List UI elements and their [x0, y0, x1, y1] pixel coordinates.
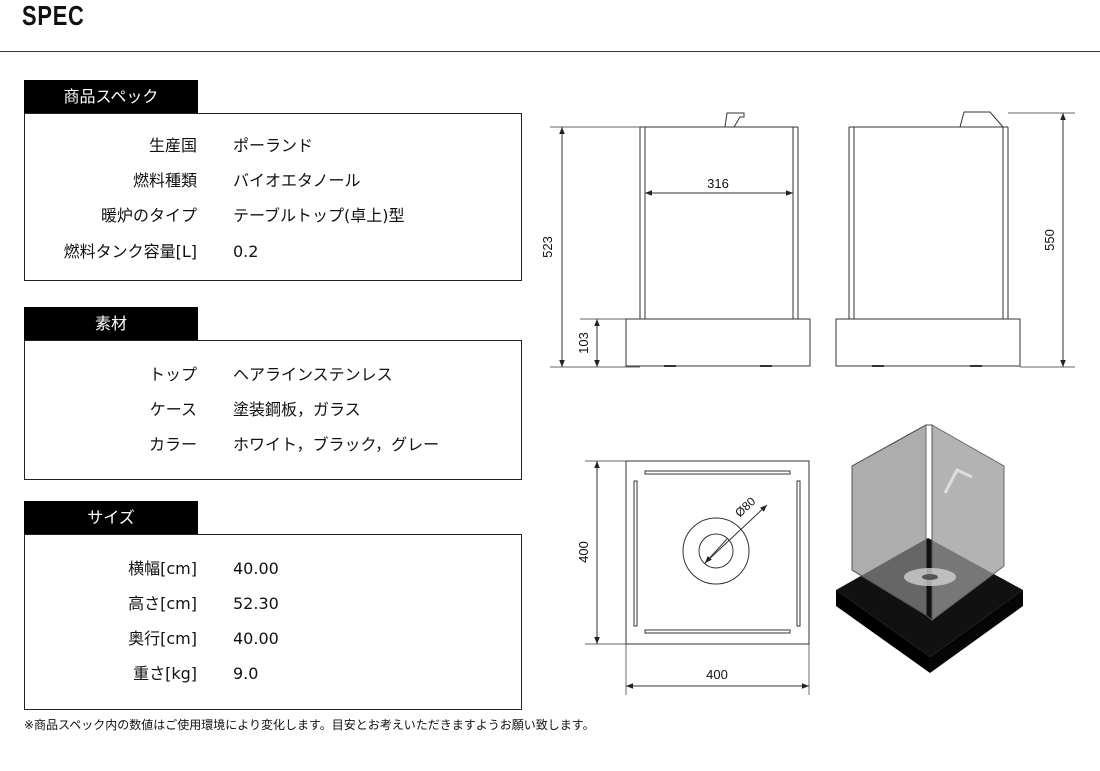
spec-value: ポーランド [233, 136, 314, 155]
size-label: 横幅[cm] [128, 559, 197, 578]
spec-row-tank: 燃料タンク容量[L] 0.2 [25, 240, 523, 264]
product-spec-heading: 商品スペック [24, 80, 198, 113]
spec-label: 燃料種類 [132, 171, 197, 190]
product-spec-table: 生産国 ポーランド 燃料種類 バイオエタノール 暖炉のタイプ テーブルトップ(卓… [24, 113, 522, 281]
spec-row-type: 暖炉のタイプ テーブルトップ(卓上)型 [25, 204, 523, 228]
size-heading: サイズ [24, 501, 198, 534]
material-row-case: ケース 塗装鋼板，ガラス [25, 398, 523, 422]
size-label: 奥行[cm] [128, 629, 197, 648]
material-value: 塗装鋼板，ガラス [233, 400, 361, 419]
spec-row-country: 生産国 ポーランド [25, 134, 523, 158]
material-label: カラー [148, 435, 197, 454]
spec-value: テーブルトップ(卓上)型 [233, 206, 405, 225]
size-value: 40.00 [233, 559, 279, 578]
materials-heading: 素材 [24, 307, 198, 340]
size-label: 高さ[cm] [128, 594, 197, 613]
size-row-width: 横幅[cm] 40.00 [25, 557, 523, 581]
front-width-dimension: 316 [707, 176, 729, 191]
size-value: 52.30 [233, 594, 279, 613]
title-divider [0, 51, 1100, 52]
spec-row-fuel: 燃料種類 バイオエタノール [25, 169, 523, 193]
material-value: ホワイト，ブラック，グレー [233, 435, 440, 454]
material-label: ケース [149, 400, 197, 419]
side-view-drawing [835, 111, 1075, 368]
size-value: 40.00 [233, 629, 279, 648]
top-depth-dimension: 400 [576, 541, 591, 563]
spec-value: バイオエタノール [233, 171, 361, 190]
material-label: トップ [148, 365, 197, 384]
size-row-weight: 重さ[kg] 9.0 [25, 662, 523, 686]
material-value: ヘアラインステンレス [233, 365, 393, 384]
base-height-dimension: 103 [576, 332, 591, 354]
size-value: 9.0 [233, 664, 259, 683]
spec-label: 燃料タンク容量[L] [63, 242, 197, 261]
front-height-dimension: 523 [540, 236, 555, 258]
size-label: 重さ[kg] [133, 664, 197, 683]
size-table: 横幅[cm] 40.00 高さ[cm] 52.30 奥行[cm] 40.00 重… [24, 534, 522, 710]
top-width-dimension: 400 [706, 667, 728, 682]
materials-table: トップ ヘアラインステンレス ケース 塗装鋼板，ガラス カラー ホワイト，ブラッ… [24, 340, 522, 480]
size-row-height: 高さ[cm] 52.30 [25, 592, 523, 616]
product-3d-render-image [836, 424, 1023, 673]
page-title: SPEC [22, 0, 85, 31]
front-view-drawing [550, 112, 811, 368]
size-row-depth: 奥行[cm] 40.00 [25, 627, 523, 651]
side-height-dimension: 550 [1042, 229, 1057, 251]
material-row-top: トップ ヘアラインステンレス [25, 363, 523, 387]
spec-label: 暖炉のタイプ [100, 206, 197, 225]
spec-value: 0.2 [233, 242, 259, 261]
material-row-color: カラー ホワイト，ブラック，グレー [25, 433, 523, 457]
footnote: ※商品スペック内の数値はご使用環境により変化します。目安とお考えいただきますよう… [24, 718, 595, 732]
top-view-drawing [585, 460, 810, 695]
spec-label: 生産国 [148, 136, 197, 155]
